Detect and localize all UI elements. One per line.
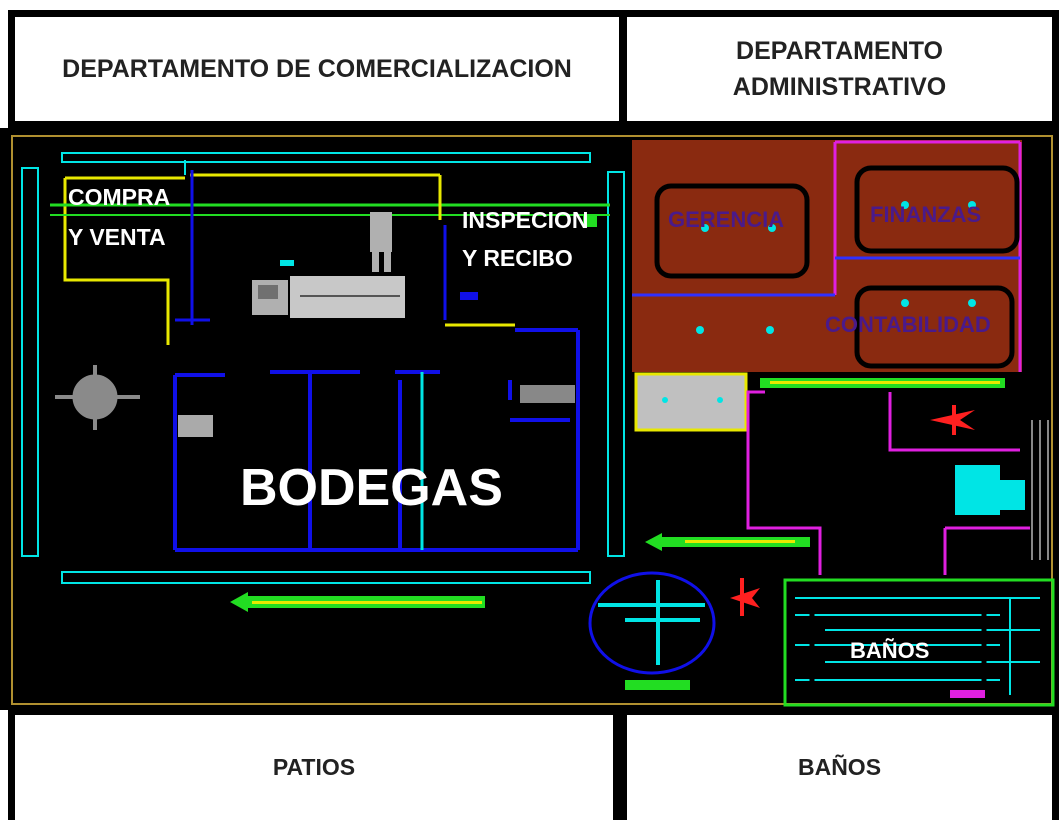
header-administrativo-line2: ADMINISTRATIVO <box>732 73 947 101</box>
admin-dots <box>696 201 976 334</box>
right-wall <box>607 171 625 557</box>
red-arrow-2 <box>730 578 760 616</box>
top-wall <box>61 152 591 163</box>
banos-area <box>783 578 1055 707</box>
floor-plan: COMPRA Y VENTA INSPECION Y RECIBO BODEGA… <box>0 128 1059 710</box>
label-compra-1: COMPRA <box>68 184 170 210</box>
small-box-left <box>178 415 213 437</box>
grey-room <box>634 372 748 432</box>
gerencia-outline <box>654 183 810 279</box>
magenta-walls <box>746 390 1030 575</box>
contabilidad-outline <box>854 285 1015 369</box>
footer-patios: PATIOS <box>8 708 620 820</box>
footer-patios-text: PATIOS <box>272 754 356 780</box>
small-box-right <box>520 385 575 403</box>
bottom-wall <box>61 571 591 584</box>
finanzas-outline <box>854 165 1020 254</box>
label-gerencia: GERENCIA <box>668 207 784 232</box>
header-administrativo-line1: DEPARTAMENTO <box>736 37 943 65</box>
cyan-fixture <box>955 465 1000 515</box>
footer-banos: BAÑOS <box>620 708 1059 820</box>
red-arrow <box>930 405 975 435</box>
equipment-grey <box>55 365 140 430</box>
inspecion-room <box>438 175 515 327</box>
circle-fixture <box>588 571 716 690</box>
label-banos: BAÑOS <box>850 638 929 663</box>
admin-walls <box>632 140 1022 372</box>
header-comercializacion: DEPARTAMENTO DE COMERCIALIZACION <box>8 10 626 128</box>
label-compra-2: Y VENTA <box>68 224 166 250</box>
footer-banos-text: BAÑOS <box>797 754 882 780</box>
left-outer-walls <box>21 152 625 584</box>
label-contabilidad: CONTABILIDAD <box>825 312 991 337</box>
label-bodegas: BODEGAS <box>240 459 503 517</box>
label-finanzas: FINANZAS <box>870 202 981 227</box>
truck-shape <box>252 212 405 318</box>
label-inspecion-1: INSPECION <box>462 207 589 233</box>
banos-lines <box>795 597 1040 695</box>
header-administrativo: DEPARTAMENTO ADMINISTRATIVO <box>620 10 1059 128</box>
stripes-right <box>1031 420 1049 560</box>
header-comercializacion-text: DEPARTAMENTO DE COMERCIALIZACION <box>62 54 572 83</box>
green-arrow-bottom <box>230 592 485 612</box>
left-wall <box>21 167 39 557</box>
bodegas-room <box>173 328 580 552</box>
label-inspecion-2: Y RECIBO <box>462 245 573 271</box>
admin-block <box>632 140 1022 372</box>
compra-room <box>63 173 440 345</box>
banos-outline <box>809 602 987 690</box>
plan-outline <box>11 135 1053 705</box>
green-arrow-right <box>645 533 810 551</box>
